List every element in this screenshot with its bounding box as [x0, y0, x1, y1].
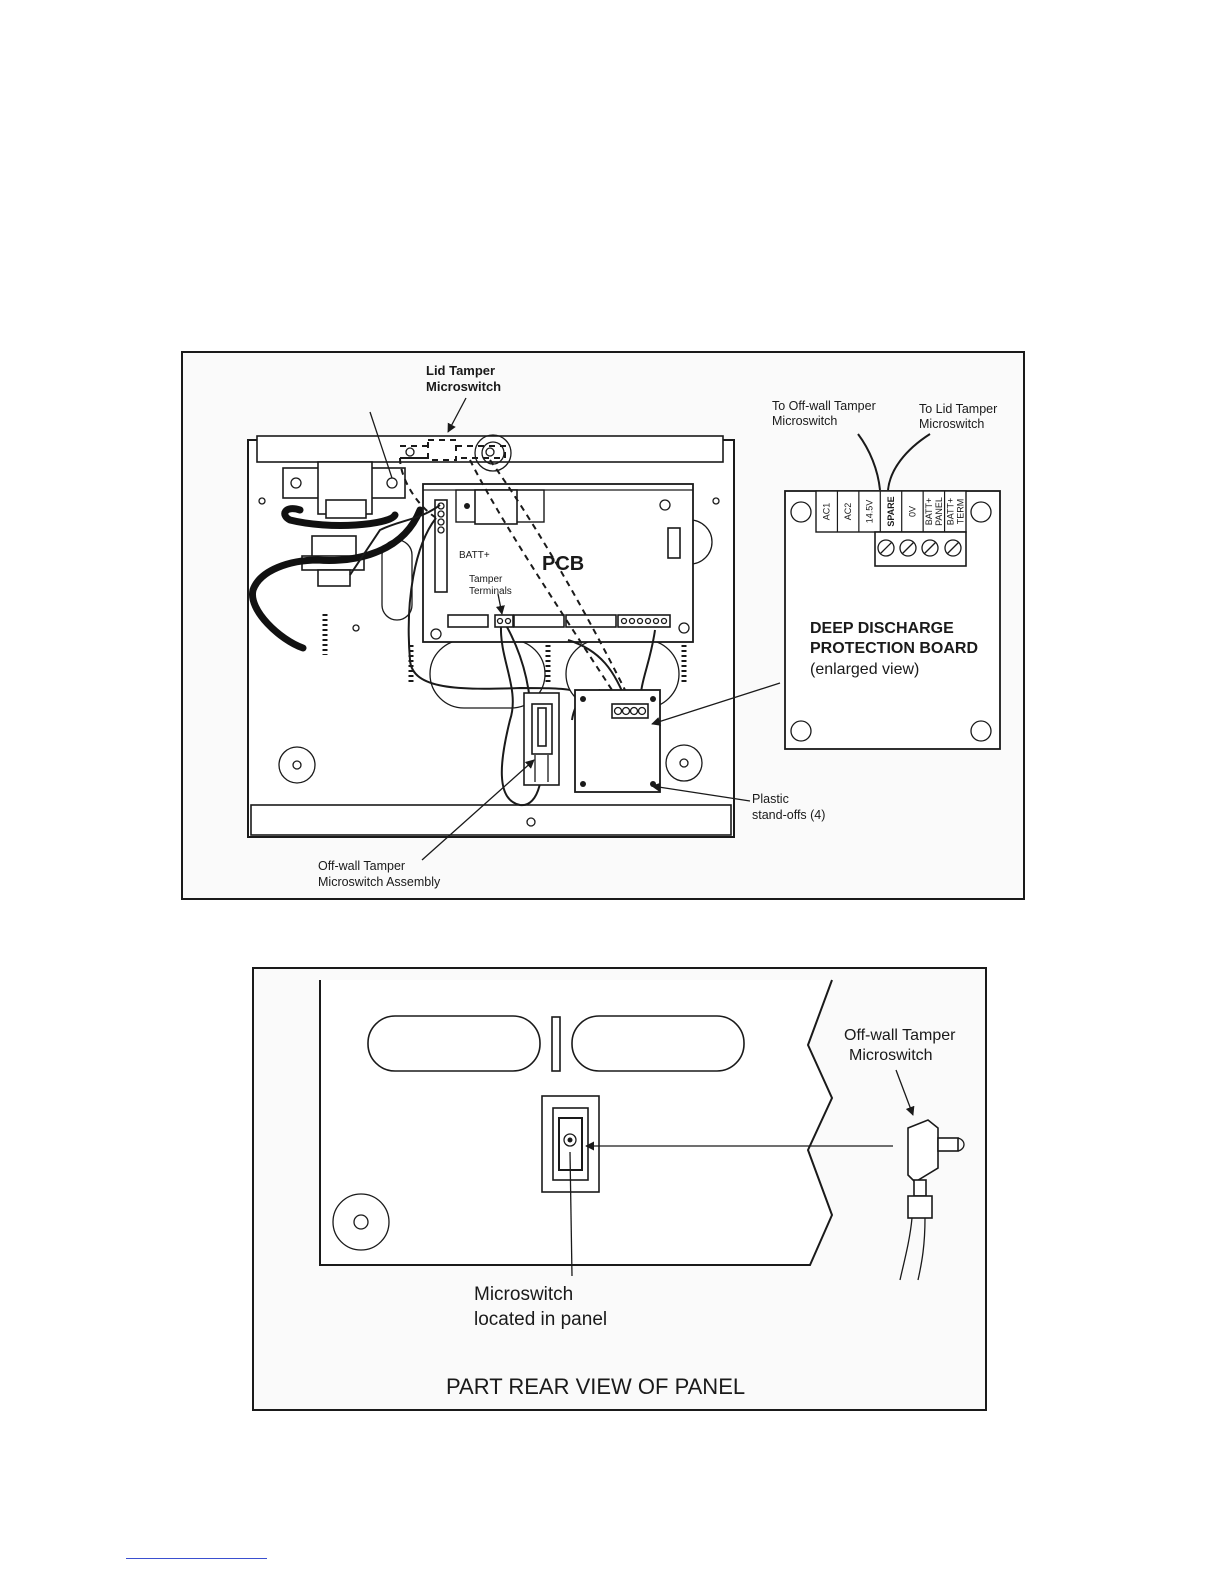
- terminal-block: [874, 531, 967, 567]
- terminal-screw: [921, 539, 939, 557]
- panel-slot: [367, 1015, 541, 1072]
- footer-link-line: [126, 1558, 267, 1559]
- knockout: [665, 744, 703, 782]
- wire: [499, 626, 543, 807]
- offwall-assembly-label: Off-wall Tamper Microswitch Assembly: [318, 859, 441, 889]
- to-offwall-label: To Off-wall Tamper Microswitch: [772, 399, 879, 428]
- lid-tamper-label: Lid Tamper Microswitch: [426, 363, 501, 394]
- wire-to-lid-tamper: [887, 433, 931, 491]
- terminal-label: AC1: [822, 503, 832, 521]
- mains-cable: [281, 505, 399, 529]
- transformer: [282, 461, 406, 519]
- standoffs-arrow: [651, 782, 751, 802]
- keyhole: [474, 434, 512, 472]
- standoffs-label: Plastic stand-offs (4): [752, 792, 825, 822]
- figure2-caption: PART REAR VIEW OF PANEL: [446, 1374, 745, 1399]
- offwall-tamper-assembly: [523, 692, 560, 786]
- enclosure-lid-flange: [256, 435, 724, 463]
- terminal-label-strip: [815, 490, 967, 533]
- offwall-label: Off-wall Tamper Microswitch: [844, 1027, 960, 1064]
- to-lid-label: To Lid Tamper Microswitch: [919, 402, 1001, 431]
- pcb-label: PCB: [542, 553, 584, 575]
- terminal-label: 14.5V: [865, 500, 875, 524]
- pcb: [422, 483, 694, 643]
- mains-cable: [249, 506, 424, 652]
- located-leader: [569, 1151, 573, 1277]
- terminal-screw: [877, 539, 895, 557]
- terminal-label: SPARE: [886, 496, 896, 526]
- terminal-label: AC2: [843, 503, 853, 521]
- lid-tamper-microswitch: [400, 439, 506, 461]
- offwall-microswitch: [899, 1119, 965, 1281]
- pcb-terminal-strip: [434, 499, 448, 593]
- located-label: Microswitch located in panel: [474, 1284, 607, 1330]
- terminal-label: BATT+PANEL: [924, 497, 944, 526]
- offwall-arrow: [895, 1069, 915, 1116]
- panel-slot: [571, 1015, 745, 1072]
- tamper-terminals-arrow: [495, 593, 505, 615]
- enclosure-bottom-flange: [250, 804, 732, 836]
- wire: [349, 504, 441, 576]
- microswitch-plunger: [563, 1133, 577, 1147]
- batt-label: BATT+: [459, 550, 490, 561]
- terminal-screw: [899, 539, 917, 557]
- ddpb-arrow: [651, 682, 781, 726]
- knockout: [278, 746, 316, 784]
- terminal-label: 0V: [907, 506, 917, 517]
- lid-tamper-arrow: [447, 397, 467, 433]
- terminal-screw: [944, 539, 962, 557]
- lid-tamper-lead: [469, 459, 613, 691]
- offwall-assembly-arrow: [421, 759, 535, 861]
- screw-hole: [526, 817, 536, 827]
- terminal-label: BATT+TERM: [945, 498, 965, 526]
- panel-rear: [319, 979, 834, 1266]
- tamper-terminals-label: Tamper Terminals: [469, 574, 512, 597]
- ddpb-enlarged: [784, 490, 1001, 750]
- wire: [407, 517, 571, 691]
- wire-to-offwall-tamper: [857, 433, 881, 491]
- knockout: [332, 1193, 390, 1251]
- ddpb-label: DEEP DISCHARGE PROTECTION BOARD (enlarge…: [810, 620, 982, 678]
- ddpb-small: [574, 689, 661, 793]
